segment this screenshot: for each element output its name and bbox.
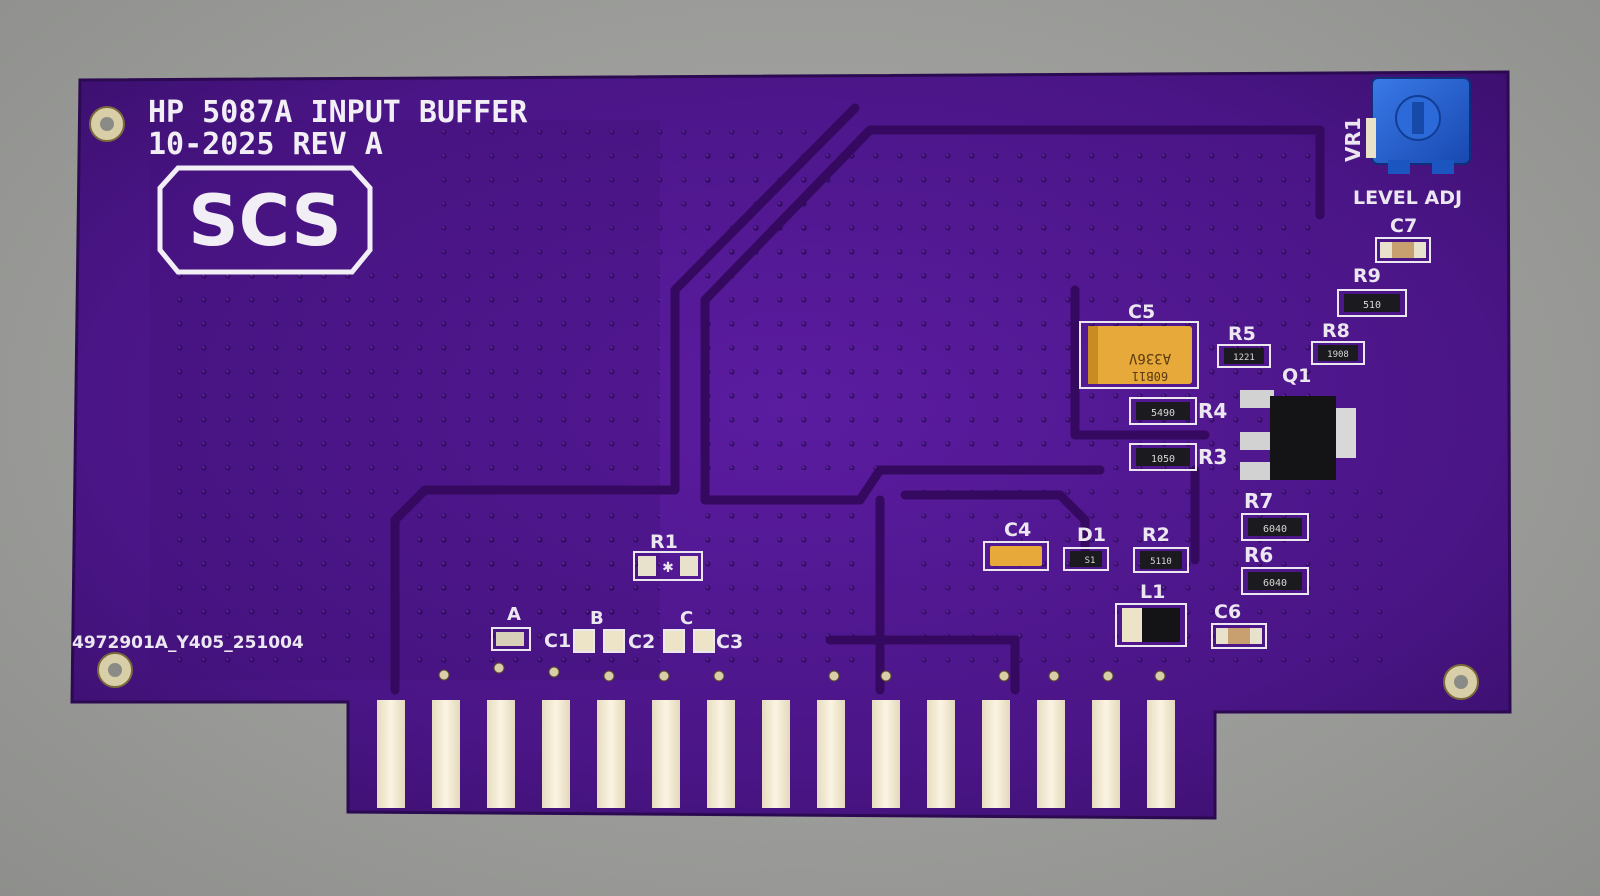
order-code: 4972901A_Y405_251004	[72, 633, 304, 653]
r3-marking: 1050	[1151, 454, 1175, 465]
r8-marking: 1908	[1327, 350, 1349, 360]
gold-finger	[982, 700, 1010, 808]
r8-label: R8	[1322, 320, 1350, 342]
pad-c3	[663, 629, 715, 653]
resistor-r3: 1050	[1129, 443, 1197, 471]
capacitor-c6	[1211, 623, 1267, 649]
pad-a	[491, 627, 531, 651]
inductor-l1	[1115, 603, 1187, 647]
resistor-r5: 1221	[1217, 344, 1271, 368]
diode-d1: S1	[1063, 547, 1109, 571]
gold-finger	[597, 700, 625, 808]
board-title: HP 5087A INPUT BUFFER	[148, 95, 528, 130]
transistor-q1	[1240, 390, 1356, 480]
q1-label: Q1	[1282, 365, 1311, 387]
r7-marking: 6040	[1263, 524, 1287, 535]
d1-marking: S1	[1085, 556, 1096, 566]
c5-label: C5	[1128, 301, 1155, 323]
gold-finger	[377, 700, 405, 808]
resistor-r6: 6040	[1241, 567, 1309, 595]
r1-symbol-icon: ✱	[662, 560, 674, 576]
l1-label: L1	[1140, 581, 1165, 603]
capacitor-c5: A336V 60B11	[1079, 321, 1199, 389]
resistor-r9: 510	[1337, 289, 1407, 317]
gold-finger	[707, 700, 735, 808]
b-label: B	[590, 608, 604, 629]
r6-label: R6	[1244, 543, 1273, 567]
mounting-hole	[1443, 664, 1479, 700]
gold-finger	[652, 700, 680, 808]
r2-marking: 5110	[1150, 557, 1172, 567]
r1-label: R1	[650, 531, 678, 553]
resistor-r1: ✱	[633, 551, 703, 581]
level-adj-label: LEVEL ADJ	[1353, 187, 1462, 209]
c5-code: A336V	[1128, 350, 1171, 366]
gold-finger	[1147, 700, 1175, 808]
c2-label: C2	[628, 631, 655, 653]
edge-connector	[377, 662, 1175, 808]
gold-finger	[762, 700, 790, 808]
c1-label: C1	[544, 630, 571, 652]
potentiometer-vr1: VR1	[1341, 77, 1471, 174]
r9-label: R9	[1353, 265, 1381, 287]
r4-label: R4	[1198, 399, 1227, 423]
scs-logo: SCS	[157, 165, 373, 275]
vr1-label: VR1	[1341, 117, 1365, 162]
resistor-r4: 5490	[1129, 397, 1197, 425]
c7-label: C7	[1390, 215, 1417, 237]
gold-finger	[817, 700, 845, 808]
resistor-r2: 5110	[1133, 547, 1189, 573]
mounting-hole	[97, 652, 133, 688]
gold-finger	[1037, 700, 1065, 808]
r9-marking: 510	[1363, 300, 1381, 311]
mounting-hole	[89, 106, 125, 142]
c5-lot: 60B11	[1132, 369, 1168, 383]
c6-label: C6	[1214, 601, 1241, 623]
resistor-r7: 6040	[1241, 513, 1309, 541]
logo-text: SCS	[188, 180, 342, 262]
gold-finger	[1092, 700, 1120, 808]
r7-label: R7	[1244, 489, 1273, 513]
gold-finger	[872, 700, 900, 808]
gold-finger	[487, 700, 515, 808]
r4-marking: 5490	[1151, 408, 1175, 419]
gold-finger	[432, 700, 460, 808]
pad-c2	[573, 629, 625, 653]
capacitor-c7	[1375, 237, 1431, 263]
r2-label: R2	[1142, 524, 1170, 546]
d1-label: D1	[1077, 524, 1106, 546]
c4-label: C4	[1004, 519, 1031, 541]
board-revision: 10-2025 REV A	[148, 127, 383, 162]
capacitor-c4	[983, 541, 1049, 571]
r3-label: R3	[1198, 445, 1227, 469]
c3-label: C3	[716, 631, 743, 653]
resistor-r8: 1908	[1311, 341, 1365, 365]
c-label: C	[680, 608, 693, 629]
r6-marking: 6040	[1263, 578, 1287, 589]
gold-finger	[542, 700, 570, 808]
gold-finger	[927, 700, 955, 808]
pcb-board	[70, 70, 1512, 820]
r5-label: R5	[1228, 323, 1256, 345]
a-label: A	[507, 604, 521, 625]
r5-marking: 1221	[1233, 353, 1255, 363]
